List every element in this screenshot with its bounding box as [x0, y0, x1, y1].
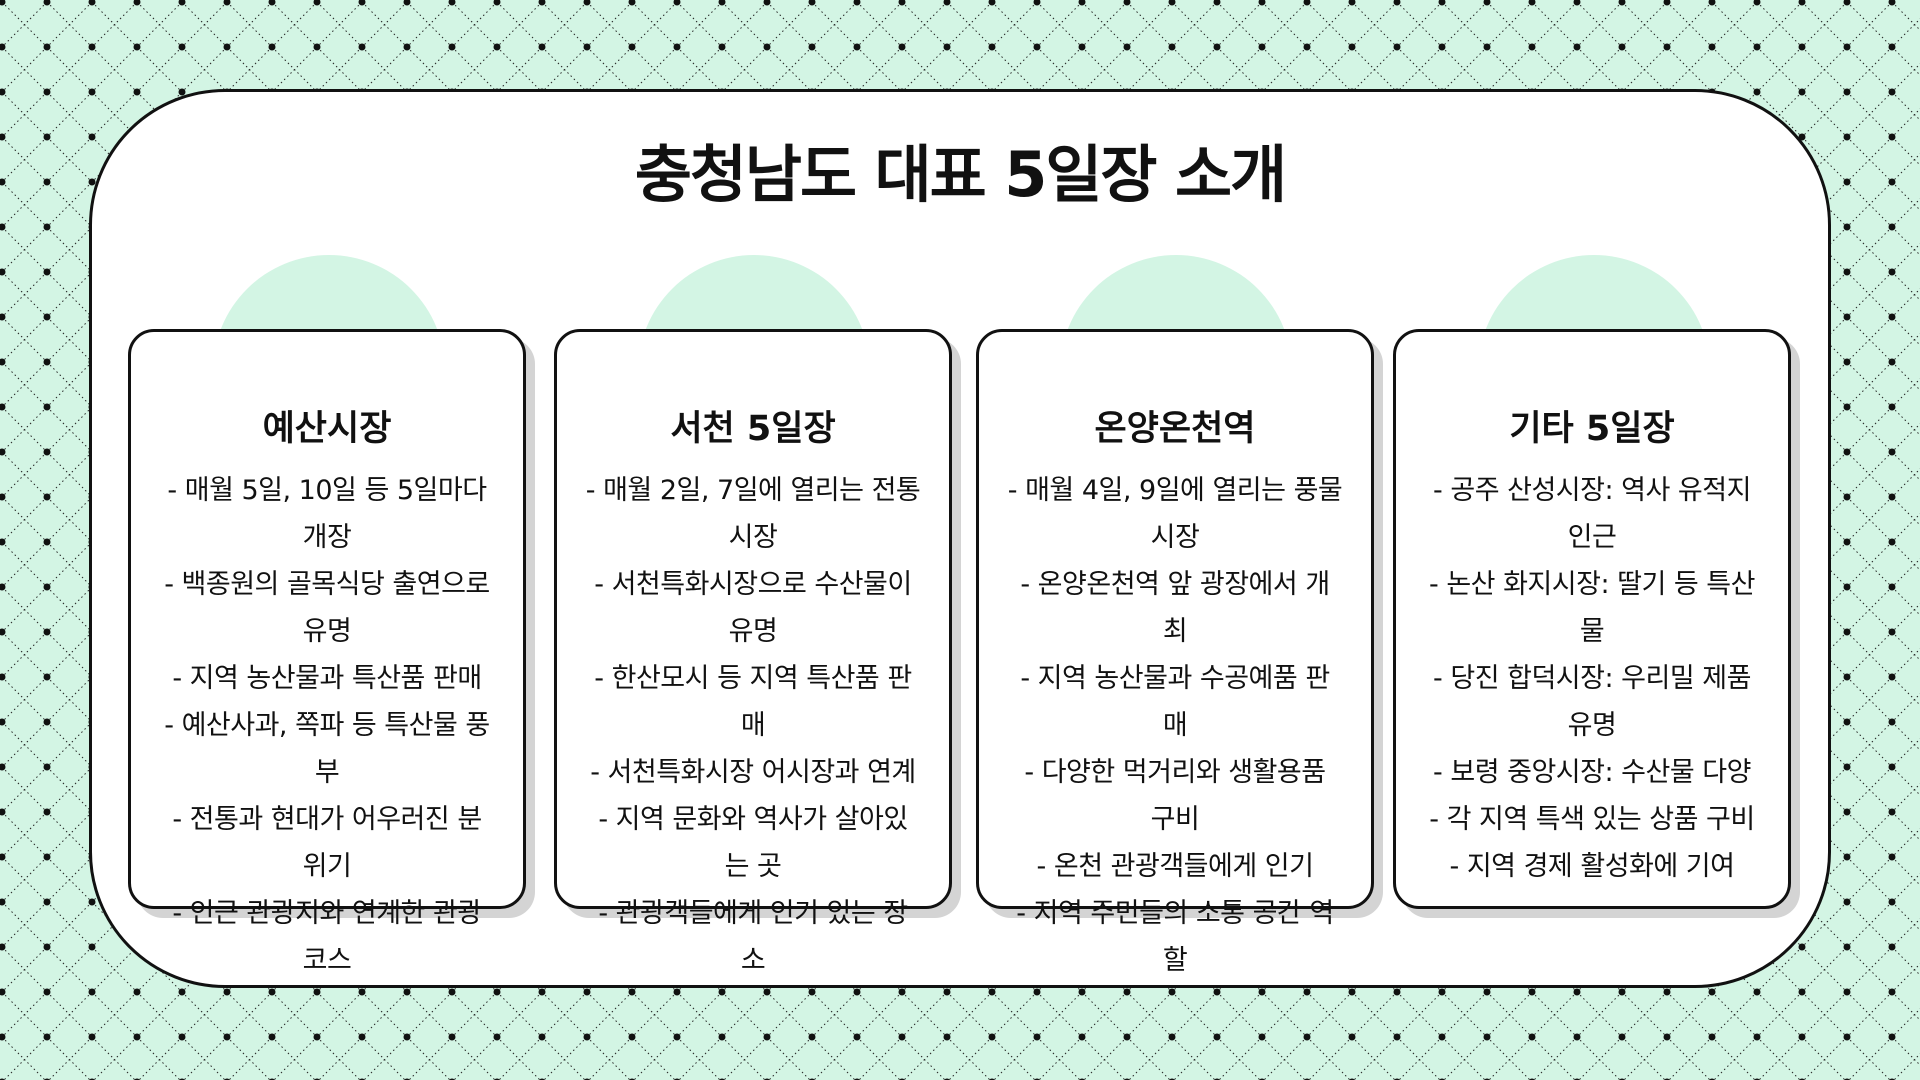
detail-line: - 보령 중앙시장: 수산물 다양	[1433, 757, 1751, 788]
detail-line: - 매월 5일, 10일 등 5일마다	[167, 475, 487, 506]
detail-line: 구비	[1150, 804, 1200, 835]
detail-line: - 매월 4일, 9일에 열리는 풍물	[1007, 475, 1343, 506]
detail-line: - 온양온천역 앞 광장에서 개	[1020, 569, 1330, 600]
detail-line: - 당진 합덕시장: 우리밀 제품	[1433, 663, 1751, 694]
detail-line: - 온천 관광객들에게 인기	[1036, 851, 1314, 882]
detail-line: 유명	[1567, 710, 1617, 741]
detail-line: 소	[740, 945, 766, 976]
detail-line: - 관광객들에게 인기 있는 장	[598, 898, 908, 929]
detail-line: 매	[740, 710, 766, 741]
detail-line: 위기	[302, 851, 352, 882]
detail-line: 매	[1162, 710, 1188, 741]
card-details-onyang: - 매월 4일, 9일에 열리는 풍물 시장 - 온양온천역 앞 광장에서 개 …	[995, 467, 1355, 984]
detail-line: 시장	[728, 522, 778, 553]
detail-line: - 지역 농산물과 특산품 판매	[172, 663, 482, 694]
card-details-yesan: - 매월 5일, 10일 등 5일마다 개장 - 백종원의 골목식당 출연으로 …	[147, 467, 507, 984]
detail-line: - 인근 관광지와 연계한 관광	[172, 898, 482, 929]
detail-line: 인근	[1567, 522, 1617, 553]
card-title-onyang: 온양온천역	[1094, 409, 1256, 449]
detail-line: - 매월 2일, 7일에 열리는 전통	[585, 475, 921, 506]
card-yesan-market	[128, 329, 526, 909]
detail-line: - 지역 문화와 역사가 살아있	[598, 804, 908, 835]
detail-line: - 각 지역 특색 있는 상품 구비	[1429, 804, 1755, 835]
detail-line: 최	[1162, 616, 1188, 647]
detail-line: - 지역 주민들의 소통 공간 역	[1016, 898, 1334, 929]
detail-line: - 한산모시 등 지역 특산품 판	[594, 663, 912, 694]
detail-line: - 서천특화시장으로 수산물이	[594, 569, 912, 600]
detail-line: - 지역 경제 활성화에 기여	[1449, 851, 1735, 882]
detail-line: 시장	[1150, 522, 1200, 553]
card-title-other: 기타 5일장	[1509, 409, 1675, 449]
card-details-other: - 공주 산성시장: 역사 유적지 인근 - 논산 화지시장: 딸기 등 특산 …	[1412, 467, 1772, 890]
detail-line: 물	[1579, 616, 1605, 647]
card-seocheon-market	[554, 329, 952, 909]
detail-line: - 백종원의 골목식당 출연으로	[164, 569, 490, 600]
detail-line: 개장	[302, 522, 352, 553]
detail-line: - 예산사과, 쪽파 등 특산물 풍	[164, 710, 490, 741]
detail-line: - 공주 산성시장: 역사 유적지	[1433, 475, 1751, 506]
card-title-yesan: 예산시장	[262, 409, 392, 449]
detail-line: 유명	[302, 616, 352, 647]
detail-line: 코스	[302, 945, 352, 976]
card-details-seocheon: - 매월 2일, 7일에 열리는 전통 시장 - 서천특화시장으로 수산물이 유…	[573, 467, 933, 984]
card-other-markets	[1393, 329, 1791, 909]
card-onyang-market	[976, 329, 1374, 909]
detail-line: - 논산 화지시장: 딸기 등 특산	[1429, 569, 1756, 600]
detail-line: - 전통과 현대가 어우러진 분	[172, 804, 482, 835]
card-title-seocheon: 서천 5일장	[670, 409, 836, 449]
detail-line: 유명	[728, 616, 778, 647]
detail-line: 는 곳	[724, 851, 782, 882]
detail-line: - 지역 농산물과 수공예품 판	[1020, 663, 1330, 694]
detail-line: - 서천특화시장 어시장과 연계	[590, 757, 916, 788]
detail-line: 할	[1162, 945, 1188, 976]
detail-line: - 다양한 먹거리와 생활용품	[1024, 757, 1326, 788]
page-title: 충청남도 대표 5일장 소개	[634, 138, 1287, 211]
detail-line: 부	[314, 757, 340, 788]
